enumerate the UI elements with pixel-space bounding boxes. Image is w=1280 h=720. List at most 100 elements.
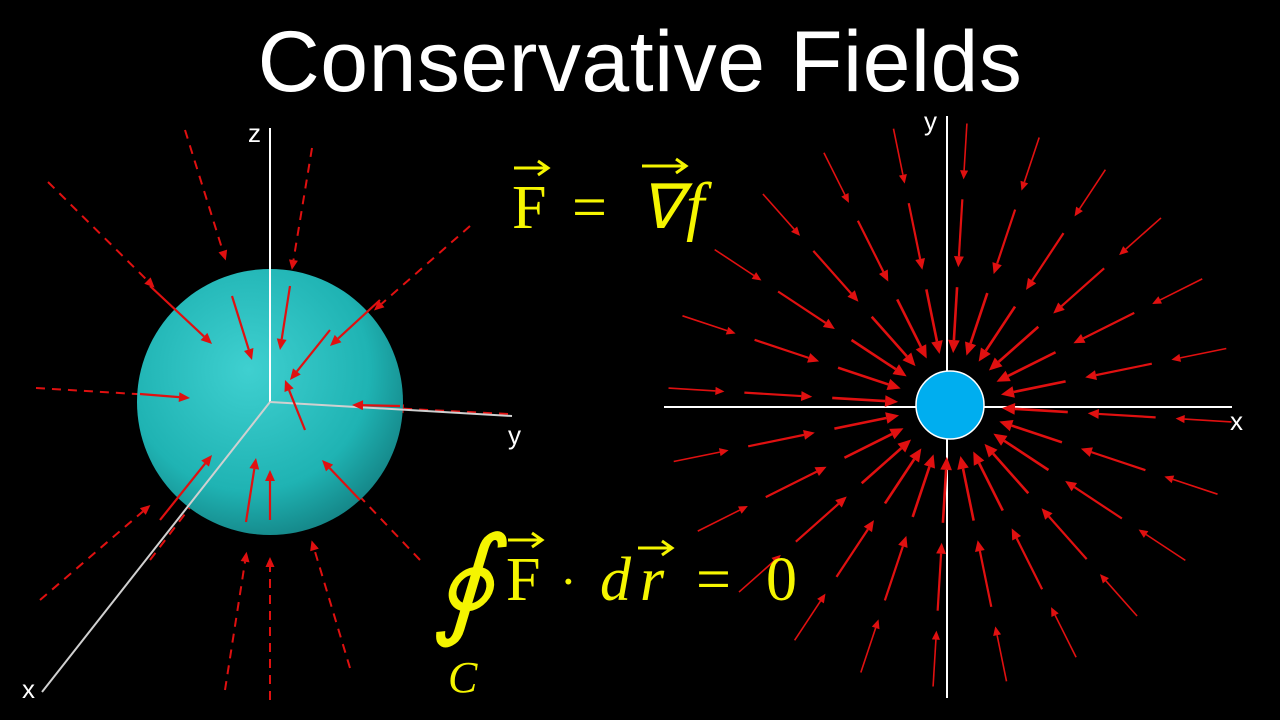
field-arrow	[352, 400, 401, 411]
y-axis	[269, 401, 513, 417]
field-arrow	[330, 299, 381, 346]
field-arrow	[139, 392, 190, 403]
field-arrow	[47, 181, 155, 288]
field-arrow	[244, 458, 260, 523]
field-arrow	[1065, 481, 1123, 520]
gradient-equation: F = ∇ f	[512, 157, 712, 243]
field-arrow	[988, 325, 1040, 371]
eq2-contour-C: C	[448, 653, 478, 702]
x-axis-label: x	[22, 674, 35, 704]
field-arrow	[184, 129, 228, 261]
field-arrow	[936, 542, 947, 611]
left-field-diagram: z y x	[22, 118, 521, 704]
line-integral-equation: ∮ C F · d r = 0	[432, 515, 797, 702]
field-arrow	[883, 448, 922, 505]
field-arrow	[1171, 347, 1227, 362]
field-arrow	[265, 470, 275, 520]
field-arrow	[682, 315, 736, 335]
field-arrow	[965, 292, 989, 356]
field-arrow	[1099, 574, 1138, 617]
field-arrow	[754, 338, 820, 363]
field-arrow	[276, 285, 292, 350]
vector-arrow-icon	[508, 531, 545, 549]
field-arrow	[284, 380, 307, 431]
eq1-equals: =	[572, 174, 607, 242]
field-arrow	[957, 455, 975, 521]
field-arrow	[159, 455, 212, 521]
eq2-r: r	[640, 546, 665, 614]
field-arrow	[931, 630, 940, 687]
field-arrow	[747, 430, 815, 448]
field-arrow	[793, 593, 826, 641]
field-arrow	[837, 366, 901, 390]
field-arrow	[953, 199, 964, 268]
x-axis-label-2d: x	[1230, 406, 1243, 436]
field-arrow	[1001, 403, 1068, 415]
field-arrow	[1119, 217, 1162, 256]
field-arrow	[1026, 232, 1065, 290]
field-arrow	[1011, 528, 1044, 590]
field-arrow	[1080, 447, 1146, 472]
field-arrow	[777, 290, 835, 329]
field-arrow	[832, 395, 899, 407]
field-arrow	[907, 202, 925, 270]
field-arrow	[940, 456, 952, 523]
field-arrow	[374, 225, 471, 311]
field-arrow	[1164, 475, 1218, 495]
field-arrow	[860, 619, 880, 673]
field-arrow	[795, 496, 847, 543]
field-arrow	[812, 250, 859, 302]
field-arrow	[978, 305, 1017, 362]
eq2-equals: =	[696, 546, 731, 614]
field-arrow	[744, 391, 813, 402]
field-arrow	[925, 289, 943, 355]
field-arrow	[35, 387, 149, 399]
field-arrow	[1053, 267, 1105, 314]
field-arrow	[714, 248, 762, 281]
field-arrow	[149, 285, 212, 344]
eq2-dot: ·	[560, 553, 577, 609]
field-arrow	[1000, 380, 1066, 398]
vector-arrow-icon	[514, 159, 551, 177]
page-title: Conservative Fields	[257, 14, 1023, 110]
field-arrow	[668, 386, 725, 395]
field-arrow	[993, 626, 1008, 682]
field-arrow	[973, 451, 1004, 512]
field-arrow	[1073, 311, 1135, 344]
field-arrow	[896, 298, 927, 359]
eq1-F: F	[512, 174, 546, 242]
field-arrow	[992, 209, 1017, 275]
field-arrow	[883, 535, 908, 601]
field-arrow	[850, 338, 907, 377]
field-arrow	[1152, 278, 1203, 304]
field-arrow	[697, 506, 748, 532]
field-arrow	[960, 123, 969, 180]
field-arrow	[1074, 169, 1107, 217]
field-arrow	[1020, 137, 1040, 191]
z-axis-label: z	[248, 118, 261, 148]
field-arrow	[996, 351, 1057, 382]
field-arrow	[39, 504, 151, 601]
field-arrow	[823, 152, 849, 203]
eq2-zero: 0	[766, 546, 797, 614]
right-field-diagram: y x	[664, 106, 1243, 698]
field-arrow	[1085, 362, 1153, 380]
field-arrow	[975, 540, 993, 608]
field-arrow	[834, 412, 900, 430]
field-arrow	[1041, 508, 1088, 560]
field-arrow	[911, 454, 935, 518]
vector-arrow-icon	[638, 539, 675, 557]
eq2-F: F	[506, 546, 540, 614]
field-arrow	[230, 295, 254, 360]
vector-arrow-icon	[642, 157, 689, 175]
field-arrow	[290, 329, 331, 380]
field-arrow	[1051, 607, 1077, 658]
field-arrow	[984, 443, 1030, 495]
field-arrow	[860, 439, 912, 485]
field-arrow	[265, 556, 275, 700]
field-arrow	[835, 520, 874, 578]
field-arrow	[843, 428, 904, 459]
field-arrow	[1087, 408, 1156, 419]
field-arrow	[289, 147, 313, 270]
field-arrow	[1138, 529, 1186, 562]
